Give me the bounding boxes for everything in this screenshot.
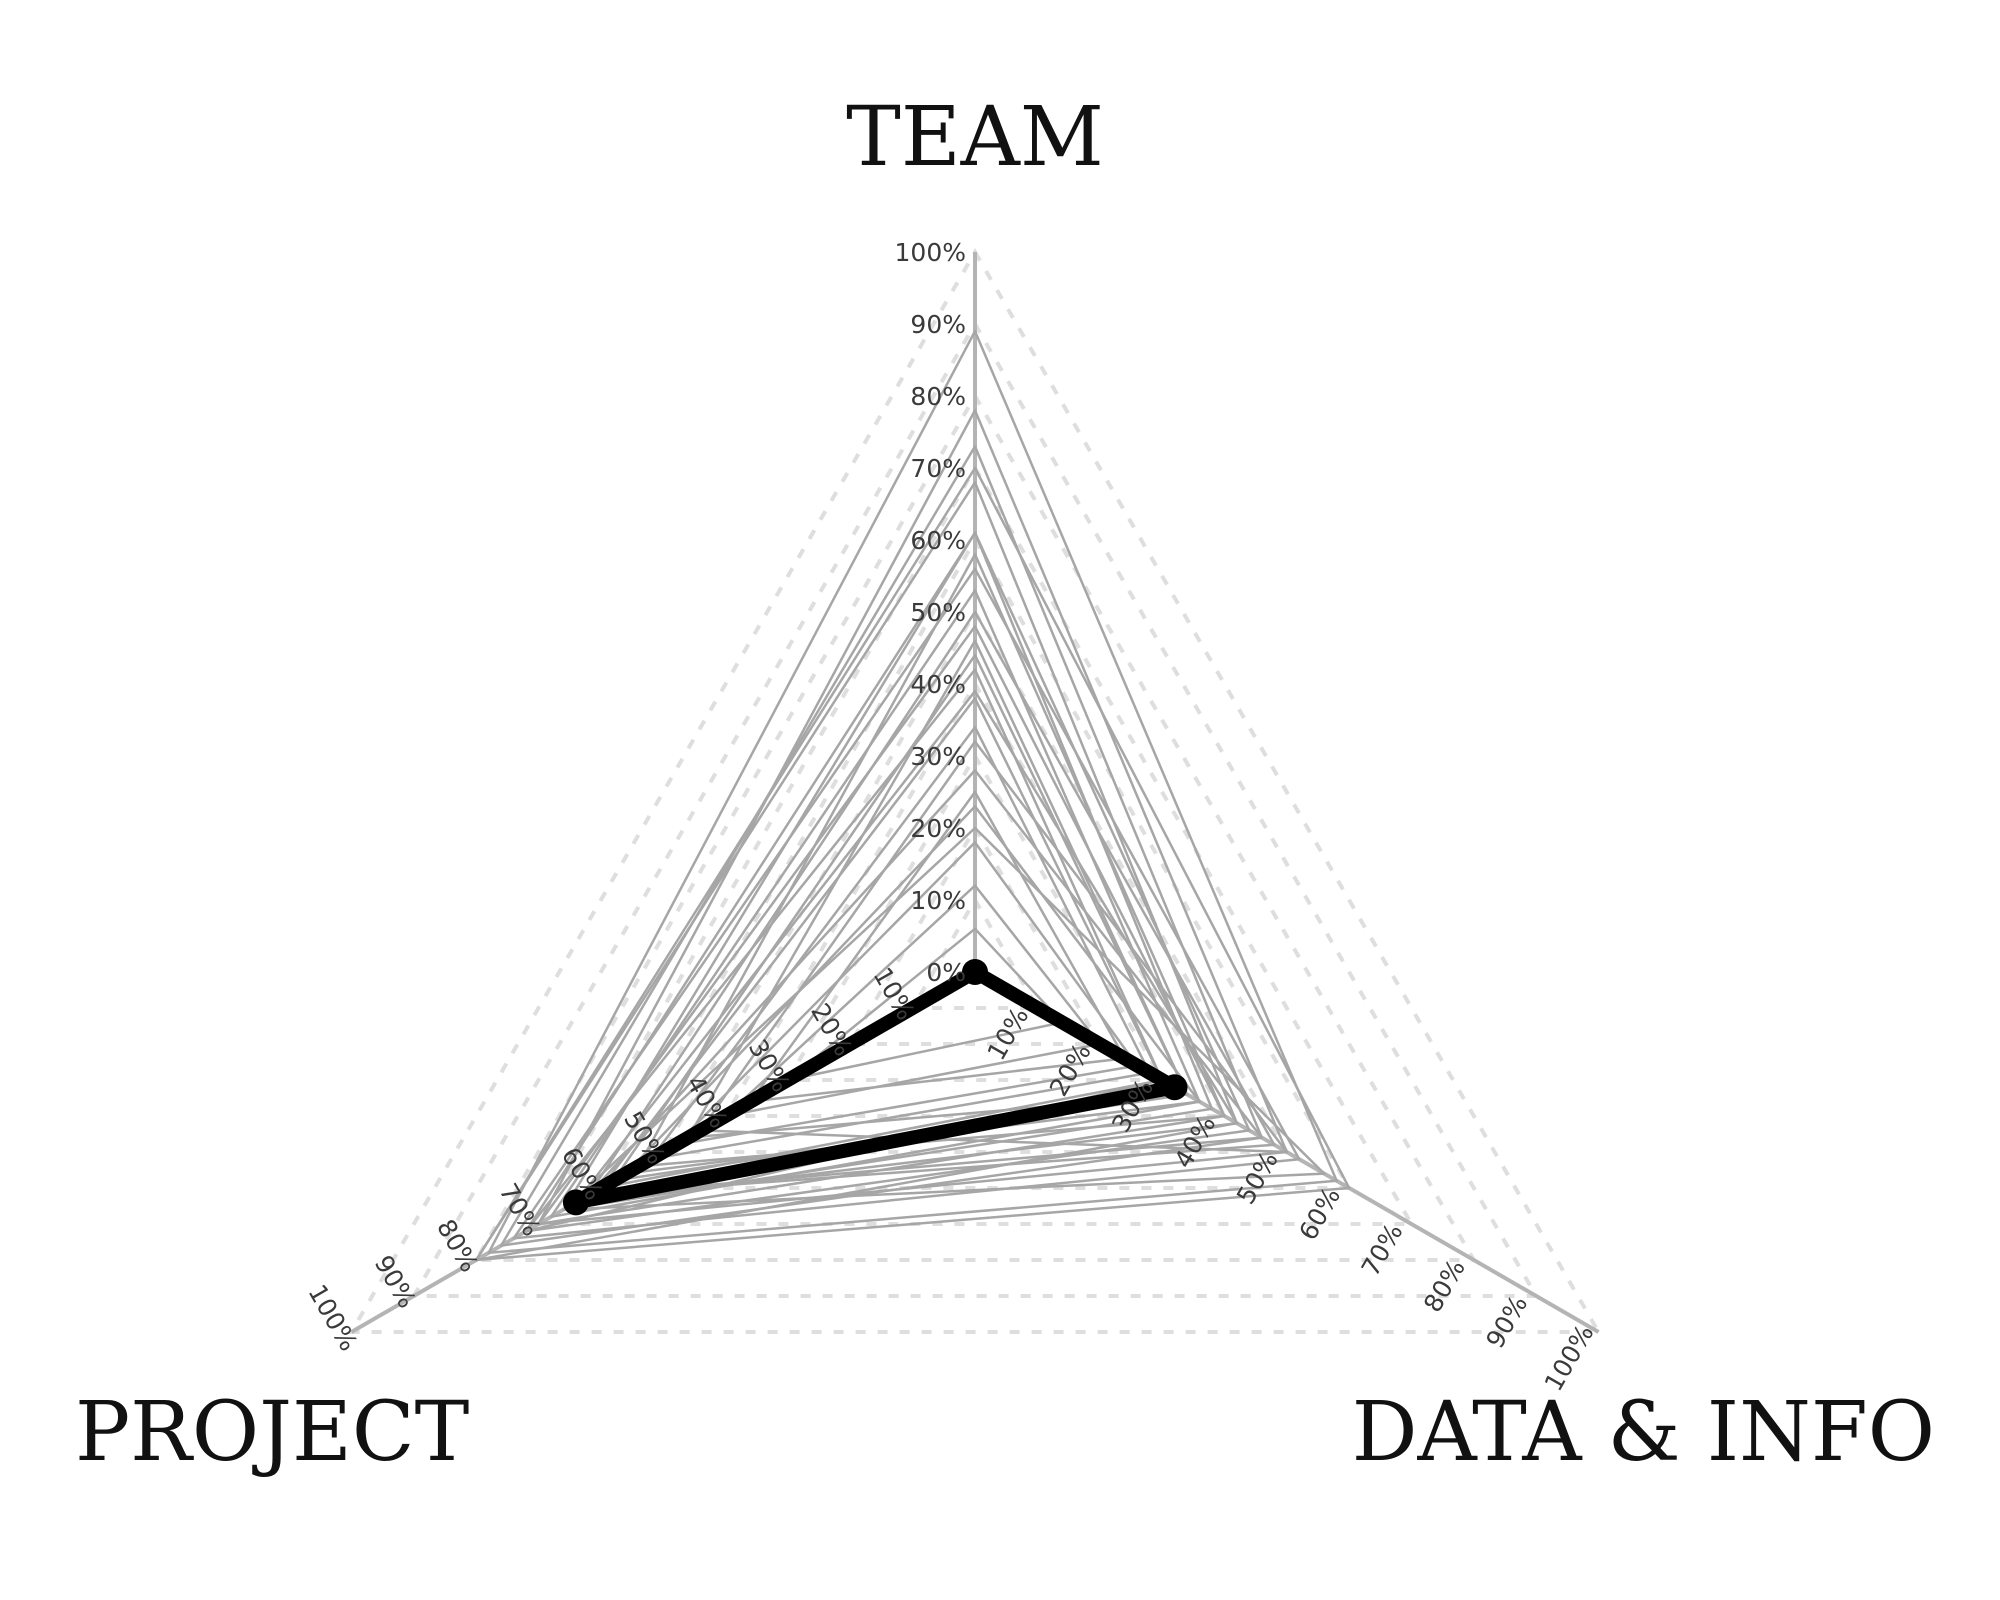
tick-label-data-info: 20% — [1044, 1038, 1097, 1101]
highlighted-point — [562, 1189, 589, 1216]
axis-title-data-info: DATA & INFO — [1352, 1385, 1935, 1480]
background-series — [487, 329, 1338, 1255]
highlighted-point — [1161, 1074, 1188, 1101]
background-series — [524, 531, 1251, 1233]
tick-label-team: 50% — [910, 598, 966, 627]
background-series — [637, 553, 1226, 1168]
axis-titles: TEAM DATA & INFO PROJECT — [75, 90, 1935, 1480]
tick-label-team: 60% — [910, 526, 966, 555]
tick-label-team: 80% — [910, 382, 966, 411]
grid-layer — [347, 248, 1603, 1334]
highlighted-series — [562, 959, 1188, 1216]
tick-label-data-info: 70% — [1356, 1218, 1409, 1281]
background-series — [587, 769, 1264, 1197]
tick-label-project: 100% — [302, 1280, 363, 1356]
tick-label-team: 20% — [910, 814, 966, 843]
tick-label-data-info: 80% — [1418, 1254, 1471, 1317]
background-series — [512, 567, 1301, 1240]
grid-ring — [597, 535, 1353, 1190]
grid-ring — [535, 464, 1415, 1226]
tick-label-project: 90% — [369, 1250, 422, 1313]
tick-label-project: 80% — [431, 1214, 484, 1277]
axis-title-project: PROJECT — [75, 1385, 469, 1480]
background-series — [474, 466, 1351, 1262]
tick-label-team: 90% — [910, 310, 966, 339]
background-series — [649, 725, 1151, 1161]
grid-ring — [347, 248, 1603, 1334]
background-series — [724, 884, 1101, 1118]
background-series — [749, 790, 1126, 1103]
tick-label-team: 100% — [895, 238, 966, 267]
grid-ring — [659, 608, 1291, 1154]
highlighted-series-line — [568, 965, 1182, 1210]
background-series — [699, 740, 1289, 1154]
background-series — [474, 481, 1239, 1262]
background-series — [686, 639, 1189, 1139]
background-series — [562, 826, 1326, 1211]
grid-ring — [472, 392, 1478, 1262]
tick-label-data-info: 10% — [982, 1002, 1035, 1065]
tick-label-team: 0% — [926, 958, 966, 987]
highlighted-point — [962, 959, 988, 985]
tick-label-team: 10% — [910, 886, 966, 915]
background-series — [786, 927, 1064, 1082]
background-series — [674, 841, 1139, 1147]
tick-label-team: 70% — [910, 454, 966, 483]
background-series — [574, 689, 1239, 1204]
axis-title-team: TEAM — [846, 90, 1104, 185]
grid-ring — [846, 823, 1104, 1046]
tick-label-team: 30% — [910, 742, 966, 771]
series-layer — [474, 329, 1351, 1262]
tick-label-data-info: 90% — [1480, 1290, 1533, 1353]
tick-label-team: 40% — [910, 670, 966, 699]
